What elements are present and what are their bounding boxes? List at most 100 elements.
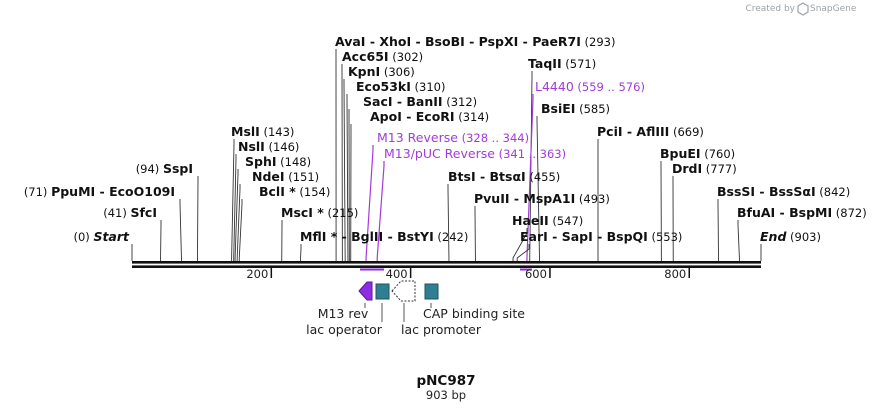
site-position: (760) [701,147,736,161]
site-leader-line [236,184,241,261]
restriction-site-label[interactable]: PciI - AflIII (669) [597,124,704,139]
enzyme-name: Acc65I [342,49,389,64]
site-position: (293) [581,35,616,49]
site-position: (312) [443,95,478,109]
scale-tick-label: 800 [664,267,686,281]
enzyme-name: - BanII [393,94,443,109]
enzyme-name: SfcI [130,205,157,220]
primer-bar-m13-reverse [360,268,384,271]
enzyme-name: DrdI [672,161,702,176]
restriction-site-label[interactable]: BssSI - BssSαI (842) [717,184,850,199]
scale-tick-label: 400 [386,267,408,281]
enzyme-name: SspI [163,161,193,176]
enzyme-name: PciI [597,124,623,139]
site-position: (777) [702,162,737,176]
restriction-site-label[interactable]: DrdI (777) [672,161,737,176]
site-leader-line [231,139,235,261]
enzyme-name: - AflIII [623,124,670,139]
restriction-site-label[interactable]: HaeII (547) [512,213,583,228]
site-leader-line [197,176,199,261]
restriction-site-label[interactable]: ApoI - EcoRI (314) [370,109,489,124]
site-leader-line [447,184,450,261]
feature-track [358,280,439,322]
enzyme-name: PvuII [474,191,510,206]
enzyme-name: SacI [363,94,393,109]
restriction-site-label[interactable]: SphI (148) [245,154,311,169]
site-position: (215) [324,206,359,220]
restriction-site-label[interactable]: NdeI (151) [252,169,319,184]
restriction-site-label[interactable]: BfuAI - BspMI (872) [737,205,867,220]
dna-backbone [132,261,761,268]
restriction-site-label[interactable]: EarI - SapI - BspQI (553) [520,229,682,244]
enzyme-name: TaqII [528,56,562,71]
restriction-site-label[interactable]: MslI (143) [231,124,294,139]
enzyme-name: - MspA1I [510,191,576,206]
site-position: (585) [575,102,610,116]
restriction-site-label[interactable]: KpnI (306) [348,64,415,79]
m13-rev-arrow-icon[interactable] [358,281,373,301]
restriction-site-label[interactable]: (94) SspI [136,161,193,176]
enzyme-name: BclI * [259,184,296,199]
restriction-site-label[interactable]: TaqII (571) [528,56,596,71]
restriction-site-label[interactable]: MflI * - BglII - BstYI (242) [300,229,468,244]
feature-label-cap-binding-site: CAP binding site [423,306,525,321]
restriction-site-label[interactable]: NslI (146) [238,139,299,154]
site-position: (571) [562,57,597,71]
enzyme-name: EarI [520,229,548,244]
site-position: (547) [549,214,584,228]
enzyme-name: - BspMI [775,205,832,220]
restriction-site-label[interactable]: BpuEI (760) [660,146,735,161]
restriction-site-label[interactable]: End (903) [760,229,821,244]
restriction-site-label[interactable]: BclI * (154) [259,184,330,199]
site-leader-line [346,94,349,261]
enzyme-name: - BsoBI [411,34,465,49]
enzyme-name: BpuEI [660,146,701,161]
primer-site-label[interactable]: M13 Reverse (328 .. 344) [377,130,529,145]
site-leader-lines [131,49,762,261]
feature-label-m13-rev: M13 rev [318,306,369,321]
restriction-site-label[interactable]: BtsI - BtsαI (455) [448,169,560,184]
primer-site-label[interactable]: L4440 (559 .. 576) [535,79,645,94]
enzyme-name: KpnI [348,64,380,79]
site-position: (302) [389,50,424,64]
primer-site-label[interactable]: M13/pUC Reverse (341 .. 363) [384,146,566,161]
restriction-site-label[interactable]: (41) SfcI [103,205,157,220]
enzyme-name: AvaI [335,34,365,49]
restriction-site-label[interactable]: Eco53kI (310) [356,79,446,94]
created-by-text: Created by [745,4,795,14]
site-leader-line [536,116,540,261]
restriction-site-label[interactable]: (0) Start [73,229,130,244]
site-position: (559 .. 576) [574,80,645,94]
site-position: (328 .. 344) [458,131,529,145]
restriction-site-label[interactable]: BsiEI (585) [541,101,610,116]
enzyme-name: - PspXI [465,34,519,49]
restriction-site-label[interactable]: (71) PpuMI - EcoO109I [24,184,175,199]
enzyme-name: BfuAI [737,205,775,220]
site-leader-line [526,94,534,261]
cap-binding-site-box-icon[interactable] [424,283,439,300]
site-position: (94) [136,162,163,176]
site-position: (0) [73,230,93,244]
enzyme-name: MscI * [281,205,324,220]
site-position: (842) [816,185,851,199]
restriction-site-label[interactable]: SacI - BanII (312) [363,94,477,109]
site-leader-line [376,161,385,261]
site-position: (872) [832,206,867,220]
lac-operator-box-icon[interactable] [375,283,390,300]
enzyme-name: MslI [231,124,260,139]
snapgene-brand-text: SnapGene [810,4,857,14]
lac-promoter-arrow-icon[interactable] [391,280,416,302]
scale-tick-label: 200 [246,267,268,281]
restriction-site-label[interactable]: AvaI - XhoI - BsoBI - PspXI - PaeR7I (29… [335,34,616,49]
restriction-site-label[interactable]: Acc65I (302) [342,49,423,64]
restriction-site-label[interactable]: MscI * (215) [281,205,358,220]
enzyme-name: Start [93,229,130,244]
site-leader-line [365,145,374,261]
site-leader-line [516,244,530,261]
site-position: (669) [669,125,704,139]
enzyme-name: SphI [245,154,277,169]
site-position: (242) [434,230,469,244]
enzyme-name: - SapI [548,229,593,244]
restriction-site-label[interactable]: PvuII - MspA1I (493) [474,191,610,206]
